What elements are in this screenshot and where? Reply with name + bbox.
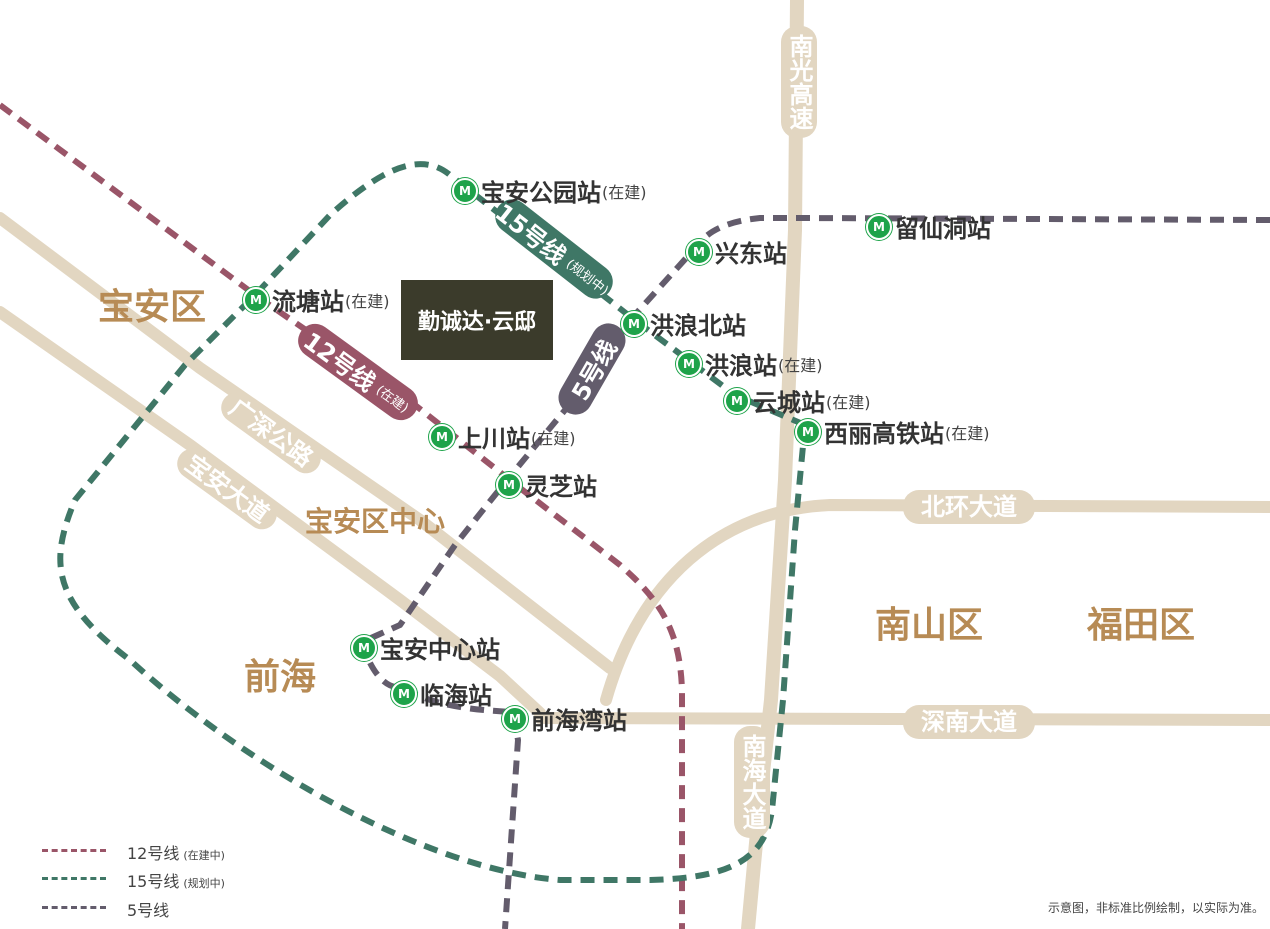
station-xili-hsr[interactable]: M 西丽高铁站 (在建): [795, 414, 990, 449]
road-beihuan: [600, 498, 1270, 706]
district-futian: 福田区: [1087, 605, 1196, 646]
legend-label: 15号线: [127, 872, 180, 891]
project-name-box: 勤诚达·云邸: [401, 280, 553, 360]
legend-label: 12号线: [127, 844, 180, 863]
legend-note: (规划中): [183, 877, 225, 890]
metro-line-5: [358, 215, 1270, 929]
disclaimer-text: 示意图，非标准比例绘制，以实际为准。: [1048, 901, 1265, 915]
metro-station-icon: M: [724, 387, 750, 414]
metro-station-icon: M: [676, 350, 702, 377]
district-qianhai: 前海: [244, 657, 317, 698]
metro-line-12: [0, 102, 685, 929]
station-xingdong[interactable]: M 兴东站: [686, 234, 787, 269]
station-liutang[interactable]: M 流塘站 (在建): [243, 282, 390, 317]
station-baoan-center[interactable]: M 宝安中心站: [351, 630, 500, 665]
station-honglang[interactable]: M 洪浪站 (在建): [676, 346, 823, 381]
metro-station-icon: M: [351, 634, 377, 661]
road-tag-nanguang: 南光高速: [781, 26, 817, 138]
metro-station-icon: M: [866, 213, 892, 240]
metro-station-icon: M: [795, 418, 821, 445]
station-liuxiandong[interactable]: M 留仙洞站: [866, 209, 991, 244]
road-baoan-avenue: [0, 306, 546, 719]
station-qianhai-bay[interactable]: M 前海湾站: [502, 701, 627, 736]
station-lingzhi[interactable]: M 灵芝站: [496, 467, 597, 502]
metro-station-icon: M: [621, 310, 647, 337]
legend-swatch: [42, 906, 106, 909]
station-baoan-park[interactable]: M 宝安公园站 (在建): [452, 173, 647, 208]
legend-swatch: [42, 877, 106, 880]
station-honglang-north[interactable]: M 洪浪北站: [621, 306, 746, 341]
metro-station-icon: M: [391, 680, 417, 707]
metro-station-icon: M: [452, 177, 478, 204]
station-shangchuan[interactable]: M 上川站 (在建): [429, 419, 576, 454]
metro-station-icon: M: [502, 705, 528, 732]
district-baoan: 宝安区: [98, 287, 207, 328]
road-tag-nanhai: 南海大道: [734, 726, 770, 838]
metro-line-15: [57, 161, 808, 883]
metro-station-icon: M: [243, 286, 269, 313]
metro-station-icon: M: [686, 238, 712, 265]
metro-station-icon: M: [496, 471, 522, 498]
district-nanshan: 南山区: [875, 605, 984, 646]
legend-swatch: [42, 849, 106, 852]
road-tag-beihuan: 北环大道: [903, 490, 1035, 524]
legend-label: 5号线: [127, 901, 170, 920]
legend-note: (在建中): [183, 849, 225, 862]
station-linhai[interactable]: M 临海站: [391, 676, 492, 711]
road-tag-shennan: 深南大道: [903, 705, 1035, 739]
district-baoan-center: 宝安区中心: [305, 505, 446, 538]
metro-station-icon: M: [429, 423, 455, 450]
station-yuncheng[interactable]: M 云城站 (在建): [724, 383, 871, 418]
